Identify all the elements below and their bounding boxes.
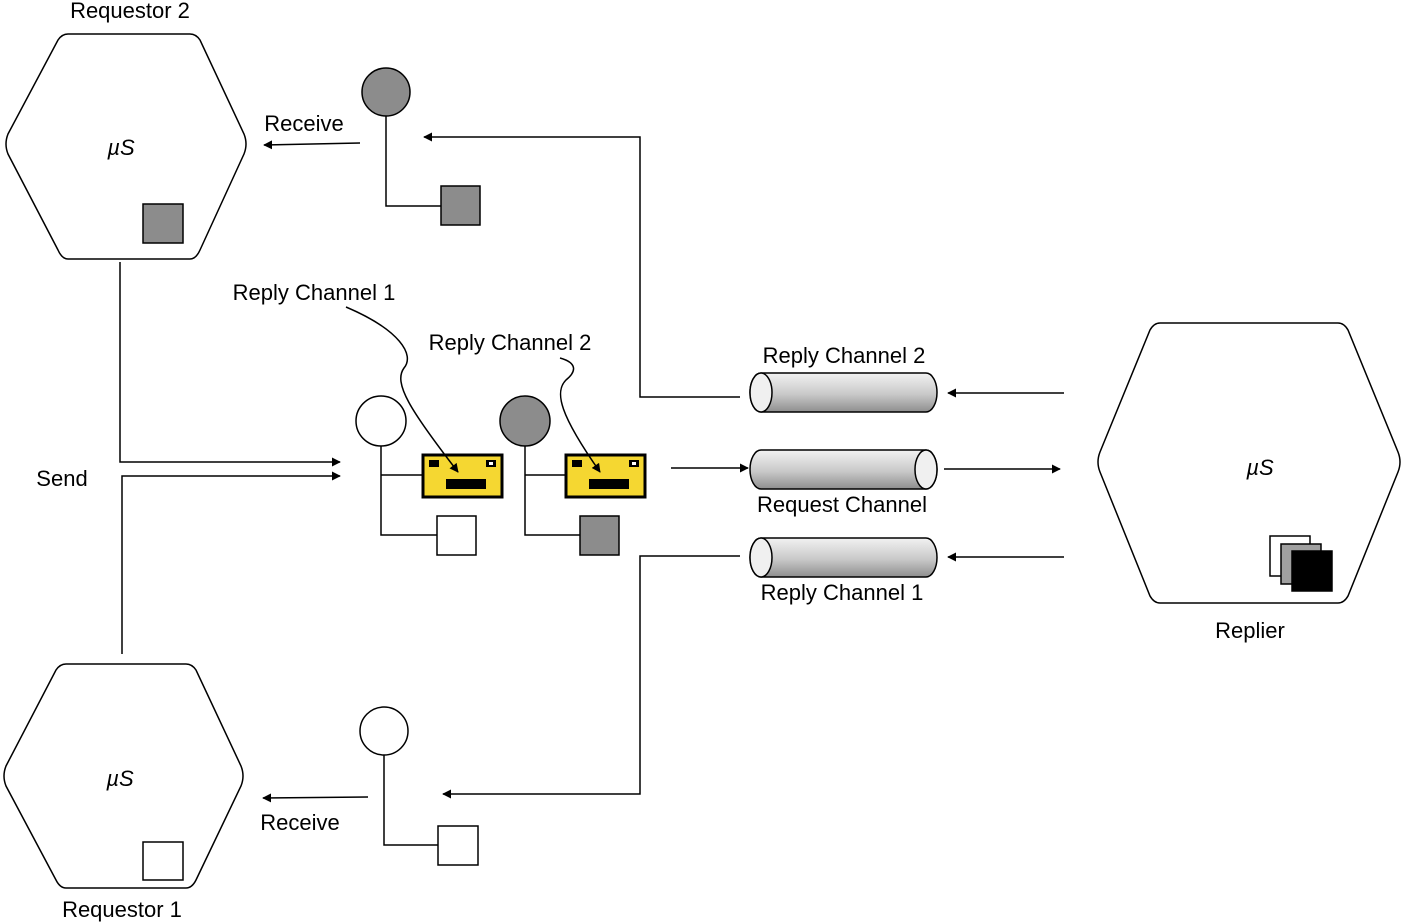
message-1-envelope-icon bbox=[421, 453, 504, 499]
reply-channel-2-cylinder bbox=[749, 372, 938, 413]
receive-path-bottom: Receive bbox=[260, 555, 740, 866]
requestor-1-message-icon bbox=[142, 841, 184, 881]
receive-top-endpoint-circle bbox=[361, 67, 411, 117]
receive-path-top: Receive bbox=[263, 67, 740, 398]
requestor-1-node: µS Requestor 1 bbox=[3, 663, 244, 922]
replier-symbol: µS bbox=[1245, 455, 1274, 480]
requestor-2-label: Requestor 2 bbox=[70, 0, 190, 23]
reply-channel-2: Reply Channel 2 bbox=[749, 343, 1064, 413]
requestor-2-node: µS Requestor 2 bbox=[5, 0, 247, 260]
receive-top-label: Receive bbox=[264, 111, 343, 136]
reply-channel-1: Reply Channel 1 bbox=[749, 537, 1064, 605]
replier-label: Replier bbox=[1215, 618, 1285, 643]
message-2-endpoint-circle bbox=[499, 395, 551, 447]
requestor-1-label: Requestor 1 bbox=[62, 897, 182, 922]
replier-message-stack-icon bbox=[1269, 535, 1333, 592]
send-label: Send bbox=[36, 466, 87, 491]
message-1-body-icon bbox=[436, 515, 477, 556]
request-channel-label: Request Channel bbox=[757, 492, 927, 517]
reply-channel-1-label: Reply Channel 1 bbox=[761, 580, 924, 605]
message-1-endpoint-circle bbox=[355, 395, 407, 447]
reply-channel-1-callout: Reply Channel 1 bbox=[233, 280, 459, 473]
callout-reply-1-label: Reply Channel 1 bbox=[233, 280, 396, 305]
reply-channel-2-label: Reply Channel 2 bbox=[763, 343, 926, 368]
message-2-envelope-icon bbox=[564, 453, 647, 499]
request-channel-cylinder bbox=[749, 449, 938, 490]
replier-node: µS Replier bbox=[1097, 322, 1401, 643]
send-paths: Send bbox=[36, 262, 341, 654]
message-2-body-icon bbox=[579, 515, 620, 556]
requestor-2-message-icon bbox=[142, 203, 184, 244]
requestor-2-hexagon bbox=[5, 33, 247, 260]
receive-bottom-endpoint-circle bbox=[359, 706, 409, 756]
reply-channel-1-cylinder bbox=[749, 537, 938, 578]
request-channel: Request Channel bbox=[671, 449, 1061, 517]
receive-bottom-message-icon bbox=[437, 825, 479, 866]
receive-top-message-icon bbox=[440, 185, 481, 226]
message-reply-2 bbox=[499, 395, 647, 556]
requestor-1-symbol: µS bbox=[105, 766, 134, 791]
callout-reply-2-label: Reply Channel 2 bbox=[429, 330, 592, 355]
requestor-1-hexagon bbox=[3, 663, 244, 889]
replier-hexagon bbox=[1097, 322, 1401, 604]
receive-bottom-label: Receive bbox=[260, 810, 339, 835]
reply-channel-2-callout: Reply Channel 2 bbox=[429, 330, 601, 473]
message-reply-1 bbox=[355, 395, 504, 556]
requestor-2-symbol: µS bbox=[106, 135, 135, 160]
